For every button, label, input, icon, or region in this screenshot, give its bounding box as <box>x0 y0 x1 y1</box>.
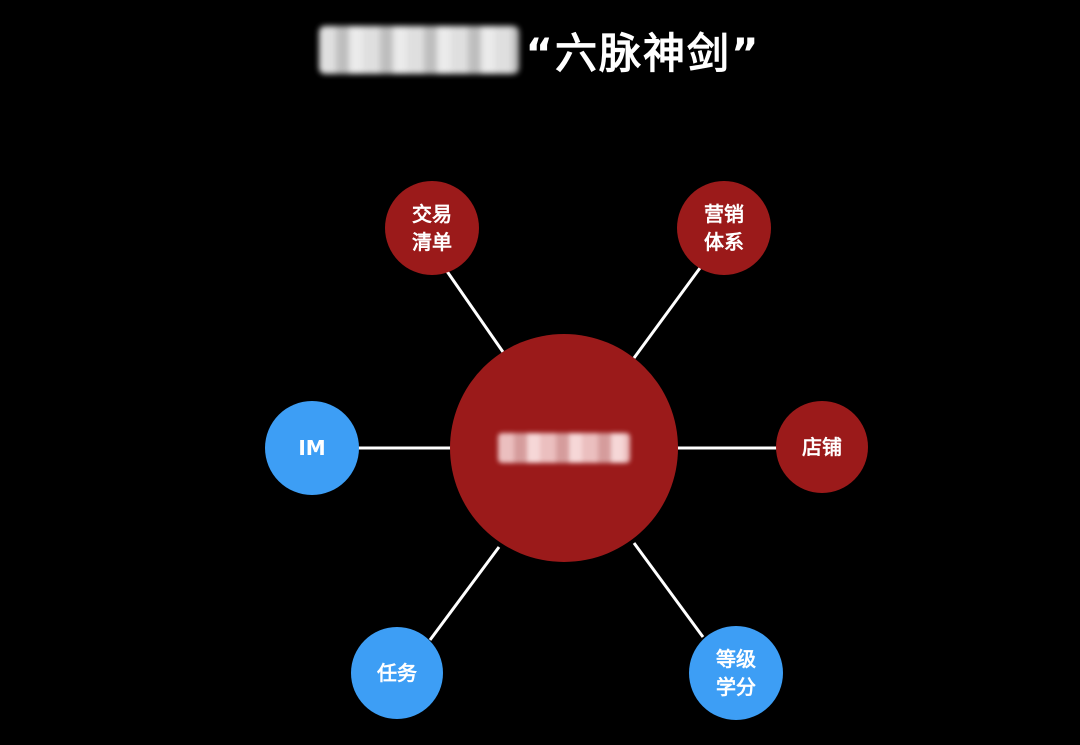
center-pixelated-redaction <box>498 433 630 463</box>
title-pixelated-redaction <box>319 26 520 74</box>
node-marketing-system-label: 营销 体系 <box>704 202 744 254</box>
title-text: “六脉神剑” <box>525 28 761 78</box>
node-level-credits-label: 等级 学分 <box>716 647 756 699</box>
node-store-label: 店铺 <box>802 435 842 459</box>
diagram-title: “六脉神剑” <box>0 18 1080 82</box>
center-node <box>450 334 678 562</box>
node-task: 任务 <box>351 627 443 719</box>
node-trade-list: 交易 清单 <box>385 181 479 275</box>
node-marketing-system: 营销 体系 <box>677 181 771 275</box>
connector-center-marketing <box>632 267 702 359</box>
node-level-credits: 等级 学分 <box>689 626 783 720</box>
connector-center-task <box>428 546 501 641</box>
node-trade-list-label: 交易 清单 <box>412 202 452 254</box>
node-im-label: IM <box>298 436 326 460</box>
node-im: IM <box>265 401 359 495</box>
node-task-label: 任务 <box>377 661 417 685</box>
connector-center-trade <box>442 266 505 353</box>
connector-center-level <box>632 542 705 638</box>
node-store: 店铺 <box>776 401 868 493</box>
